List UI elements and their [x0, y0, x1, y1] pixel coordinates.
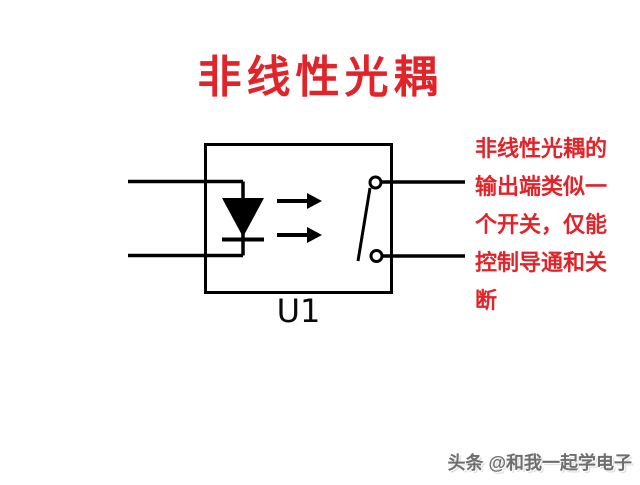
led-diode-triangle-icon — [222, 198, 264, 237]
annotation-line: 断 — [475, 288, 498, 313]
page-title: 非线性光耦 — [197, 53, 443, 102]
annotation-line: 控制导通和关 — [475, 250, 608, 275]
light-arrow-bottom-icon — [277, 227, 322, 243]
switch-lever — [356, 187, 372, 262]
optocoupler-body-box — [204, 143, 393, 294]
component-ref-label: U1 — [276, 292, 321, 330]
annotation-text-block: 非线性光耦的 输出端类似一 个开关，仅能 控制导通和关 断 — [475, 130, 635, 320]
annotation-line: 个开关，仅能 — [475, 212, 608, 237]
switch-terminal-top — [368, 175, 383, 190]
annotation-line: 非线性光耦的 — [475, 136, 608, 161]
watermark: 头条 @和我一起学电子 — [447, 453, 632, 473]
annotation-line: 输出端类似一 — [475, 174, 608, 199]
light-arrow-top-icon — [277, 193, 322, 209]
switch-terminal-bottom — [369, 249, 384, 263]
